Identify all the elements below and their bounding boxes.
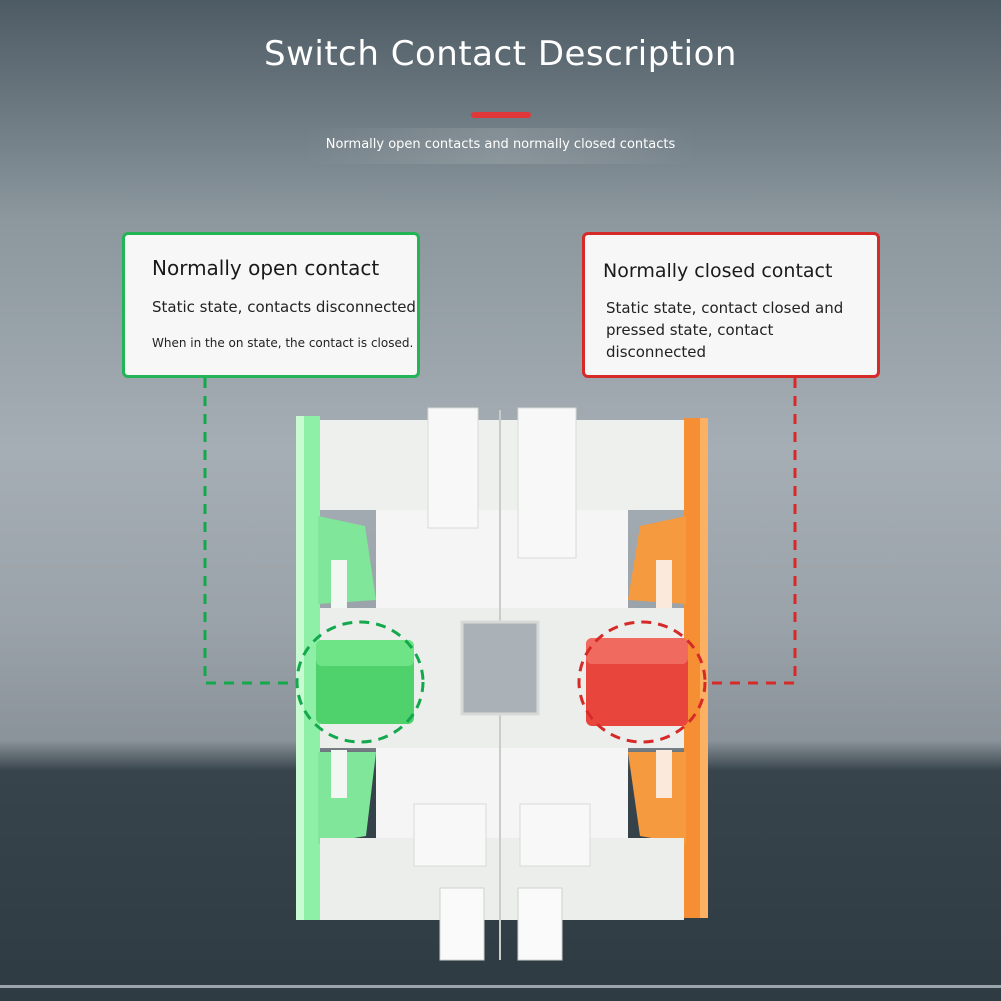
normally-open-heading: Normally open contact: [152, 256, 380, 280]
page-subtitle: Normally open contacts and normally clos…: [325, 137, 676, 152]
normally-closed-card: Normally closed contact Static state, co…: [582, 232, 880, 378]
normally-open-static-text: Static state, contacts disconnected: [152, 298, 416, 316]
page-title: Switch Contact Description: [264, 34, 737, 74]
red-contact-button: [586, 638, 688, 726]
normally-closed-heading: Normally closed contact: [603, 260, 833, 282]
normally-open-card: Normally open contact Static state, cont…: [122, 232, 420, 378]
normally-closed-static-text: Static state, contact closed and pressed…: [606, 299, 844, 361]
subtitle-background: [301, 128, 701, 164]
green-contact-button: [316, 640, 414, 724]
closed-contact-highlight-circle: [577, 620, 707, 744]
open-contact-leader-line: [203, 378, 298, 685]
closed-contact-leader-line: [706, 378, 797, 685]
normally-open-on-text: When in the on state, the contact is clo…: [152, 336, 414, 350]
title-underline: [471, 112, 531, 118]
right-contact-module: [628, 418, 708, 918]
floor-edge: [0, 985, 1001, 988]
